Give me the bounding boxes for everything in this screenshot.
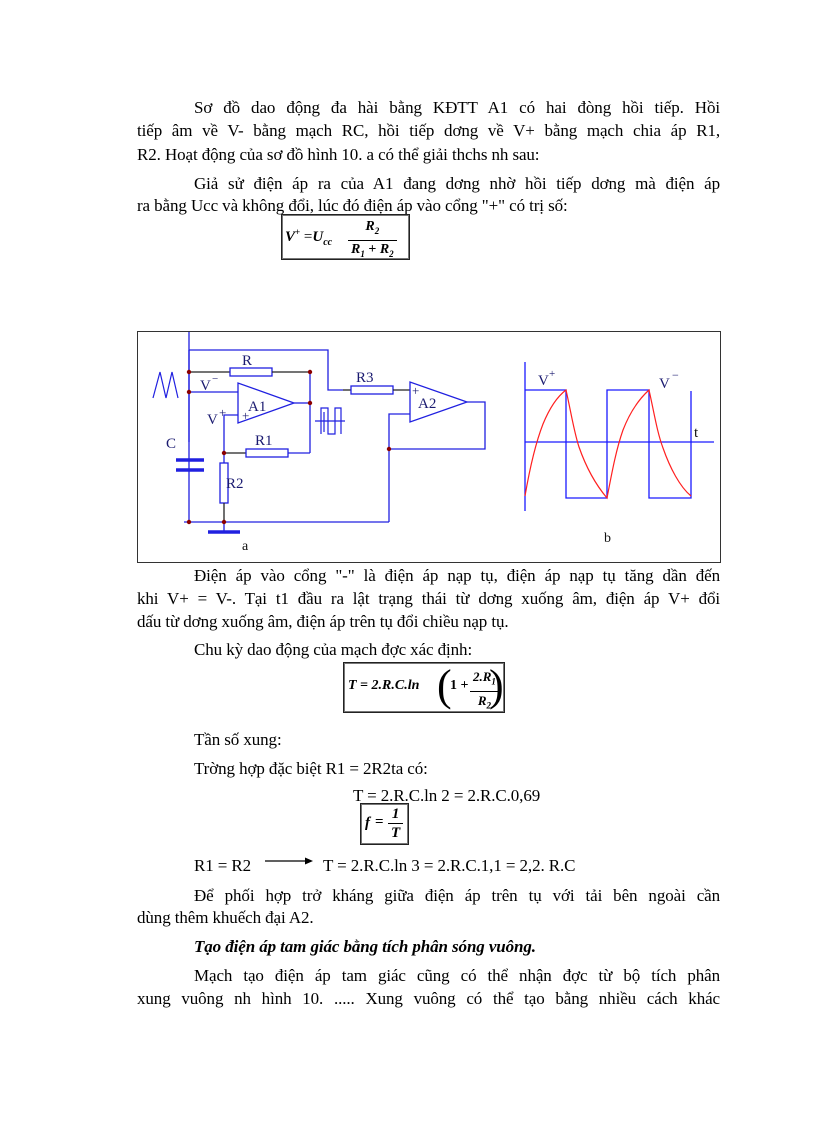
paragraph-2-line-1: Giả sử điện áp ra của A1 đang dơng nhờ h… xyxy=(194,174,720,193)
paragraph-10-line-1: Mạch tạo điện áp tam giác cũng có thể nh… xyxy=(194,966,720,985)
triangle-wave-icon xyxy=(152,371,179,399)
label-b: b xyxy=(604,531,611,546)
paragraph-7: T = 2.R.C.ln 2 = 2.R.C.0,69 xyxy=(353,786,541,805)
label-a1: A1 xyxy=(248,399,266,415)
opamp-a2 xyxy=(409,381,469,423)
paragraph-1-line-3: R2. Hoạt động của sơ đồ hình 10. a có th… xyxy=(137,145,540,164)
formula-vplus-lhs-sup: + xyxy=(295,227,301,237)
label-a2: A2 xyxy=(418,396,436,412)
frac-num: 1 xyxy=(388,805,404,824)
paragraph-1-line-1: Sơ đồ dao động đa hài bằng KĐTT A1 có ha… xyxy=(194,98,720,117)
label-v-minus-sup: − xyxy=(212,373,218,385)
circuit-diagram-a xyxy=(152,332,486,534)
paragraph-8-left: R1 = R2 xyxy=(194,856,252,875)
label-a1-plus: + xyxy=(242,408,249,423)
formula-freq-eq: = xyxy=(375,814,384,830)
label-t: t xyxy=(694,425,699,441)
formula-period-lhs: T = 2.R.C.ln xyxy=(348,678,420,693)
formula-vplus-coef: U xyxy=(312,229,324,245)
frac-den-b: R xyxy=(379,241,390,257)
label-r3: R3 xyxy=(356,370,374,386)
label-waveform-v-plus-sup: + xyxy=(549,368,555,380)
frac-den: R xyxy=(477,692,487,708)
figure-10a-10b: R V − V + + A1 R1 C R2 R3 + A2 a V + V −… xyxy=(137,331,721,563)
frac-den-b-sub: 2 xyxy=(389,248,394,259)
paragraph-8-right: T = 2.R.C.ln 3 = 2.R.C.1,1 = 2,2. R.C xyxy=(323,856,576,875)
square-wave xyxy=(525,389,692,499)
frac-num-sub: 2 xyxy=(374,225,380,236)
formula-vplus-eq: = xyxy=(303,229,313,245)
paren-right: ) xyxy=(489,661,504,710)
paragraph-3-line-3: dấu từ dơng xuống âm, điện áp trên tụ đổ… xyxy=(137,612,509,631)
square-wave-icon xyxy=(315,407,345,435)
resistor-r xyxy=(229,367,273,377)
formula-vplus-coef-sub: cc xyxy=(323,237,333,248)
frac-num-sub: 1 xyxy=(491,676,496,687)
formula-period: T = 2.R.C.ln ( 1 + 2.R1 R2 ) xyxy=(343,661,505,714)
frac-den-a: R xyxy=(351,241,361,257)
label-waveform-v-minus: V xyxy=(659,376,670,392)
formula-vplus-lhs: V xyxy=(285,229,296,245)
formula-frequency: f = 1 T xyxy=(360,803,409,845)
formula-freq-lhs: f xyxy=(365,815,370,831)
frac-num: 2.R xyxy=(473,669,492,684)
paragraph-9-line-2: dùng thêm khuếch đại A2. xyxy=(137,908,314,927)
paragraph-3-line-1: Điện áp vào cổng "-" là điện áp nạp tụ, … xyxy=(194,566,720,585)
frac-den-a-sub: 1 xyxy=(360,248,365,259)
formula-period-fraction: 2.R1 R2 xyxy=(470,668,499,714)
label-a2-plus: + xyxy=(412,383,419,398)
capacitor-voltage-curve xyxy=(524,388,692,500)
formula-vplus: V+ =Ucc R2 R1 + R2 xyxy=(281,214,410,260)
resistor-r1 xyxy=(245,448,289,458)
paragraph-10-line-2: xung vuông nh hình 10. ..... Xung vuông … xyxy=(137,989,720,1008)
section-heading: Tạo điện áp tam giác bằng tích phân sóng… xyxy=(194,937,536,956)
frac-den: T xyxy=(391,825,401,841)
formula-freq-fraction: 1 T xyxy=(388,805,404,842)
paren-left: ( xyxy=(437,661,452,710)
paragraph-6: Trờng hợp đặc biệt R1 = 2R2ta có: xyxy=(194,759,428,778)
circuit-nodes xyxy=(186,369,392,525)
label-r: R xyxy=(242,353,252,369)
label-waveform-v-plus: V xyxy=(538,373,549,389)
opamp-a1 xyxy=(237,382,296,424)
formula-vplus-fraction: R2 R1 + R2 xyxy=(348,218,397,263)
frac-den-plus: + xyxy=(368,241,377,257)
paragraph-9-line-1: Để phối hợp trở kháng giữa điện áp trên … xyxy=(194,886,720,905)
frac-num: R xyxy=(365,219,375,234)
formula-period-one: 1 + xyxy=(450,678,469,693)
label-v-minus: V xyxy=(200,378,211,394)
frac-den-sub: 2 xyxy=(486,700,492,711)
label-r1: R1 xyxy=(255,433,273,449)
label-waveform-v-minus-sup: − xyxy=(672,368,679,382)
label-r2: R2 xyxy=(226,476,244,492)
paragraph-5: Tần số xung: xyxy=(194,730,282,749)
figure-svg: R V − V + + A1 R1 C R2 R3 + A2 a V + V −… xyxy=(152,332,714,554)
waveform-diagram-b: V + V − t b xyxy=(524,362,714,546)
label-v-plus-sup: + xyxy=(219,405,226,420)
arrow-right-icon xyxy=(265,857,313,865)
paragraph-2-line-2: ra bằng Ucc và không đổi, lúc đó điện áp… xyxy=(137,196,568,215)
paragraph-4: Chu kỳ dao động của mạch đợc xác định: xyxy=(194,640,473,659)
resistor-r3 xyxy=(350,385,394,395)
label-v-plus: V xyxy=(207,412,218,428)
label-c: C xyxy=(166,436,176,452)
paragraph-1-line-2: tiếp âm về V- bằng mạch RC, hồi tiếp dơn… xyxy=(137,121,720,140)
label-a: a xyxy=(242,539,249,554)
paragraph-3-line-2: khi V+ = V-. Tại t1 đầu ra lật trạng thá… xyxy=(137,589,720,608)
